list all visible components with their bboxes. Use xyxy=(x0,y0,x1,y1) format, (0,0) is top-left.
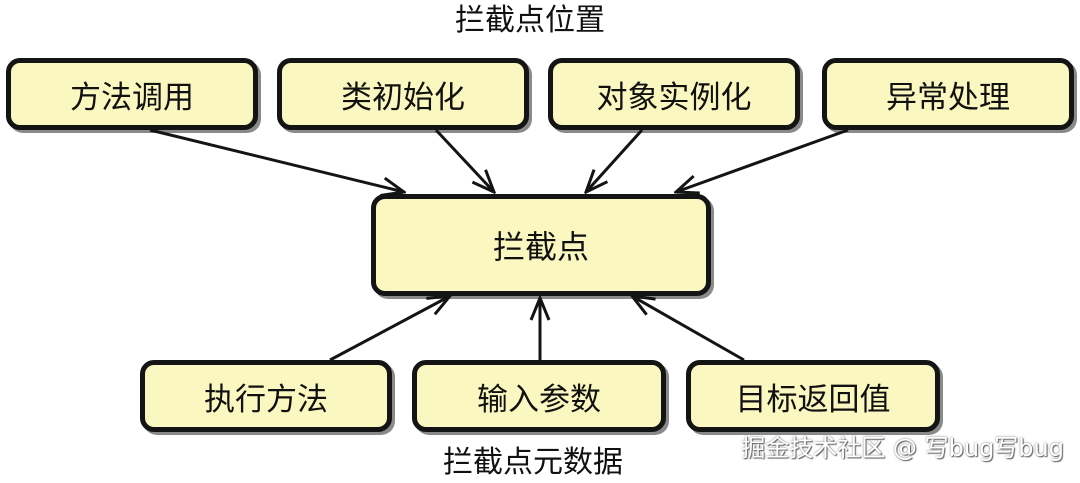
watermark: 掘金技术社区 @ 写bug写bug xyxy=(741,434,1064,462)
node-target-return-value: 目标返回值 xyxy=(686,360,940,432)
top-caption: 拦截点位置 xyxy=(455,3,605,38)
bottom-caption: 拦截点元数据 xyxy=(443,445,623,480)
node-input-parameters: 输入参数 xyxy=(412,360,666,432)
arrow-class-init-to-center xyxy=(434,128,494,192)
node-execution-method: 执行方法 xyxy=(140,360,392,432)
node-exception-handling: 异常处理 xyxy=(822,58,1074,130)
node-object-instantiation: 对象实例化 xyxy=(548,58,800,130)
arrow-object-inst-to-center xyxy=(586,128,644,192)
arrow-exception-to-center xyxy=(676,128,849,192)
arrow-method-call-to-center xyxy=(149,128,404,192)
arrow-exec-method-to-center xyxy=(329,296,450,362)
node-interception-point: 拦截点 xyxy=(371,194,711,296)
arrow-return-value-to-center xyxy=(632,296,745,362)
node-class-init: 类初始化 xyxy=(277,58,529,130)
node-method-call: 方法调用 xyxy=(6,58,258,130)
